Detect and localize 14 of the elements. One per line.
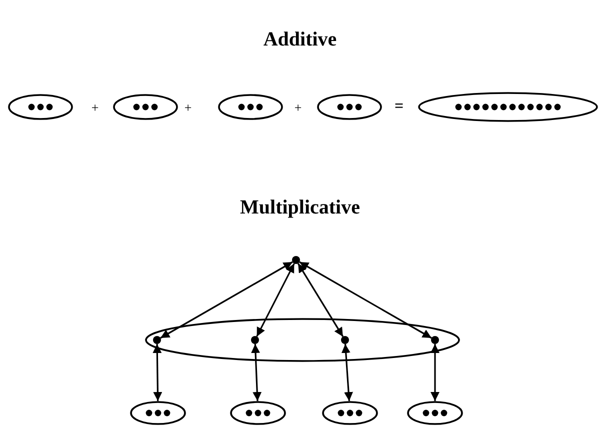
double-arrow [251,344,262,402]
double-arrow [299,261,432,339]
double-arrow [152,344,162,402]
double-arrow [297,263,344,337]
double-arrow [256,263,295,337]
operator-sign: + [294,100,302,116]
double-arrow [160,261,293,339]
operator-sign: + [91,100,99,116]
heading: Additive [263,28,337,52]
heading: Multiplicative [240,196,360,220]
operator-sign: = [394,98,404,116]
double-arrow [341,344,354,402]
operator-sign: + [184,100,192,116]
double-arrow [430,344,440,401]
